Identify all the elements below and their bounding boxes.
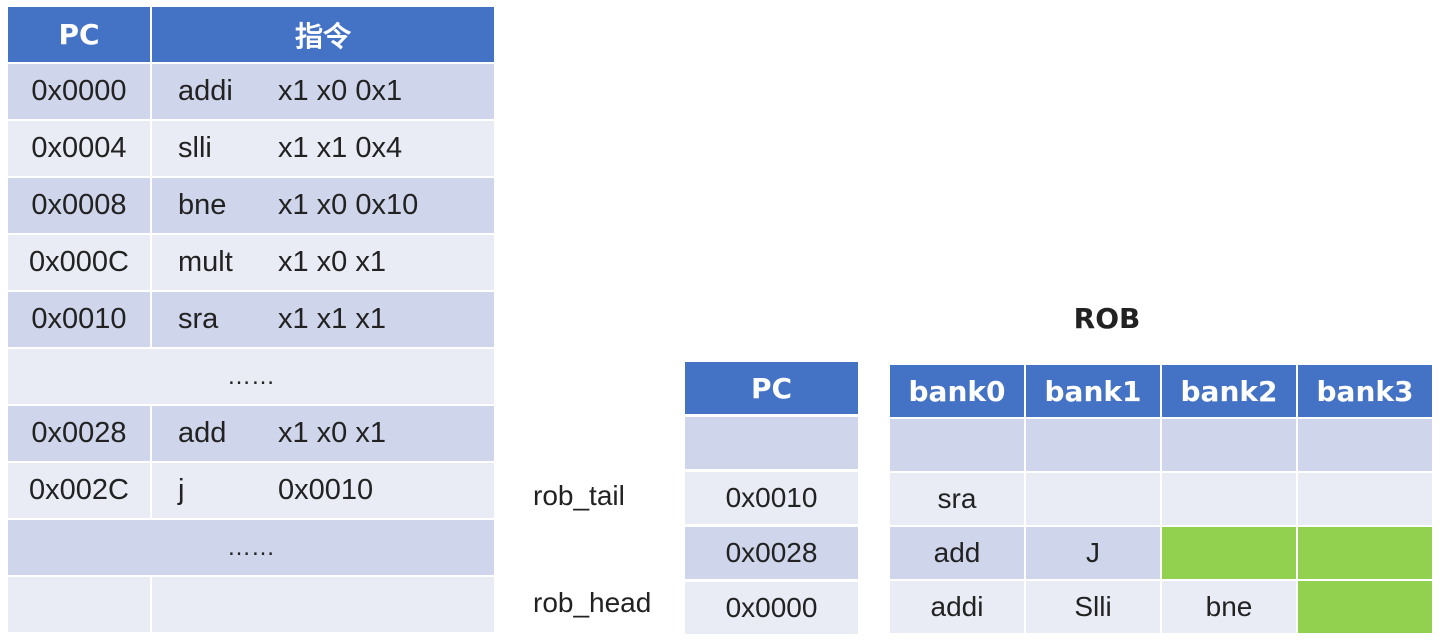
pc-table-cell (685, 417, 858, 469)
instruction-cell (152, 577, 494, 632)
rob-cell (1162, 419, 1296, 471)
pc-cell: 0x000C (8, 235, 150, 290)
rob-header-row: bank0 bank1 bank2 bank3 (890, 365, 1432, 417)
table-row: 0x000C mult x1 x0 x1 (8, 235, 494, 290)
pc-column-header: PC (8, 7, 150, 62)
opcode: addi (178, 75, 233, 107)
pc-cell: 0x0000 (8, 64, 150, 119)
rob-cell: sra (890, 473, 1024, 525)
bank-header: bank1 (1026, 365, 1160, 417)
pc-cell: 0x0008 (8, 178, 150, 233)
ellipsis-row: …… (8, 520, 494, 575)
table-row: 0x0028 add x1 x0 x1 (8, 406, 494, 461)
rob-title: ROB (1073, 302, 1141, 335)
rob-cell-highlighted (1162, 527, 1296, 579)
pc-cell: 0x0010 (8, 292, 150, 347)
table-row: 0x0010 sra x1 x1 x1 (8, 292, 494, 347)
instruction-cell: add x1 x0 x1 (152, 406, 494, 461)
operands: x1 x0 0x10 (278, 189, 419, 221)
rob-table: bank0 bank1 bank2 bank3 sra add J addi S… (890, 365, 1432, 635)
instruction-column-header: 指令 (152, 7, 494, 62)
instruction-table: PC 指令 0x0000 addi x1 x0 0x1 0x0004 slli … (8, 7, 494, 634)
rob-row (890, 419, 1432, 471)
opcode: add (178, 417, 227, 449)
pc-table-cell: 0x0010 (685, 472, 858, 524)
ellipsis: …… (8, 349, 494, 404)
rob-head-label: rob_head (533, 587, 652, 618)
rob-cell: addi (890, 581, 1024, 633)
rob-cell: J (1026, 527, 1160, 579)
opcode: mult (178, 246, 233, 278)
rob-cell: add (890, 527, 1024, 579)
rob-cell (1298, 473, 1432, 525)
table-row: 0x0000 addi x1 x0 0x1 (8, 64, 494, 119)
pc-cell: 0x0004 (8, 121, 150, 176)
opcode: slli (178, 132, 212, 164)
pc-table: PC 0x0010 0x0028 0x0000 (685, 362, 858, 637)
operands: x1 x0 x1 (278, 246, 386, 278)
bank-header: bank3 (1298, 365, 1432, 417)
rob-cell: bne (1162, 581, 1296, 633)
instruction-cell: mult x1 x0 x1 (152, 235, 494, 290)
operands: x1 x0 x1 (278, 417, 386, 449)
table-row (8, 577, 494, 632)
table-row: 0x0004 slli x1 x1 0x4 (8, 121, 494, 176)
opcode: j (178, 474, 185, 506)
pc-table-cell: 0x0028 (685, 527, 858, 579)
ellipsis-row: …… (8, 349, 494, 404)
rob-cell (1026, 473, 1160, 525)
operands: x1 x1 x1 (278, 303, 386, 335)
opcode: sra (178, 303, 219, 335)
bank-header: bank2 (1162, 365, 1296, 417)
rob-row: addi Slli bne (890, 581, 1432, 633)
bank-header: bank0 (890, 365, 1024, 417)
instruction-cell: addi x1 x0 0x1 (152, 64, 494, 119)
pc-table-cell: 0x0000 (685, 582, 858, 634)
rob-tail-label: rob_tail (533, 480, 625, 511)
rob-cell: Slli (1026, 581, 1160, 633)
table-row: 0x0008 bne x1 x0 0x10 (8, 178, 494, 233)
rob-cell (890, 419, 1024, 471)
pc-cell: 0x002C (8, 463, 150, 518)
operands: 0x0010 (278, 474, 374, 506)
rob-cell (1162, 473, 1296, 525)
table-row: 0x002C j 0x0010 (8, 463, 494, 518)
rob-cell-highlighted (1298, 581, 1432, 633)
rob-row: sra (890, 473, 1432, 525)
rob-cell (1026, 419, 1160, 471)
instruction-cell: j 0x0010 (152, 463, 494, 518)
operands: x1 x0 0x1 (278, 75, 403, 107)
opcode: bne (178, 189, 227, 221)
rob-cell-highlighted (1298, 527, 1432, 579)
ellipsis: …… (8, 520, 494, 575)
pc-cell (8, 577, 150, 632)
instruction-cell: sra x1 x1 x1 (152, 292, 494, 347)
instruction-table-header: PC 指令 (8, 7, 494, 62)
instruction-cell: slli x1 x1 0x4 (152, 121, 494, 176)
pc-cell: 0x0028 (8, 406, 150, 461)
rob-cell (1298, 419, 1432, 471)
instruction-cell: bne x1 x0 0x10 (152, 178, 494, 233)
operands: x1 x1 0x4 (278, 132, 403, 164)
rob-row: add J (890, 527, 1432, 579)
pc-table-header: PC (685, 362, 858, 414)
